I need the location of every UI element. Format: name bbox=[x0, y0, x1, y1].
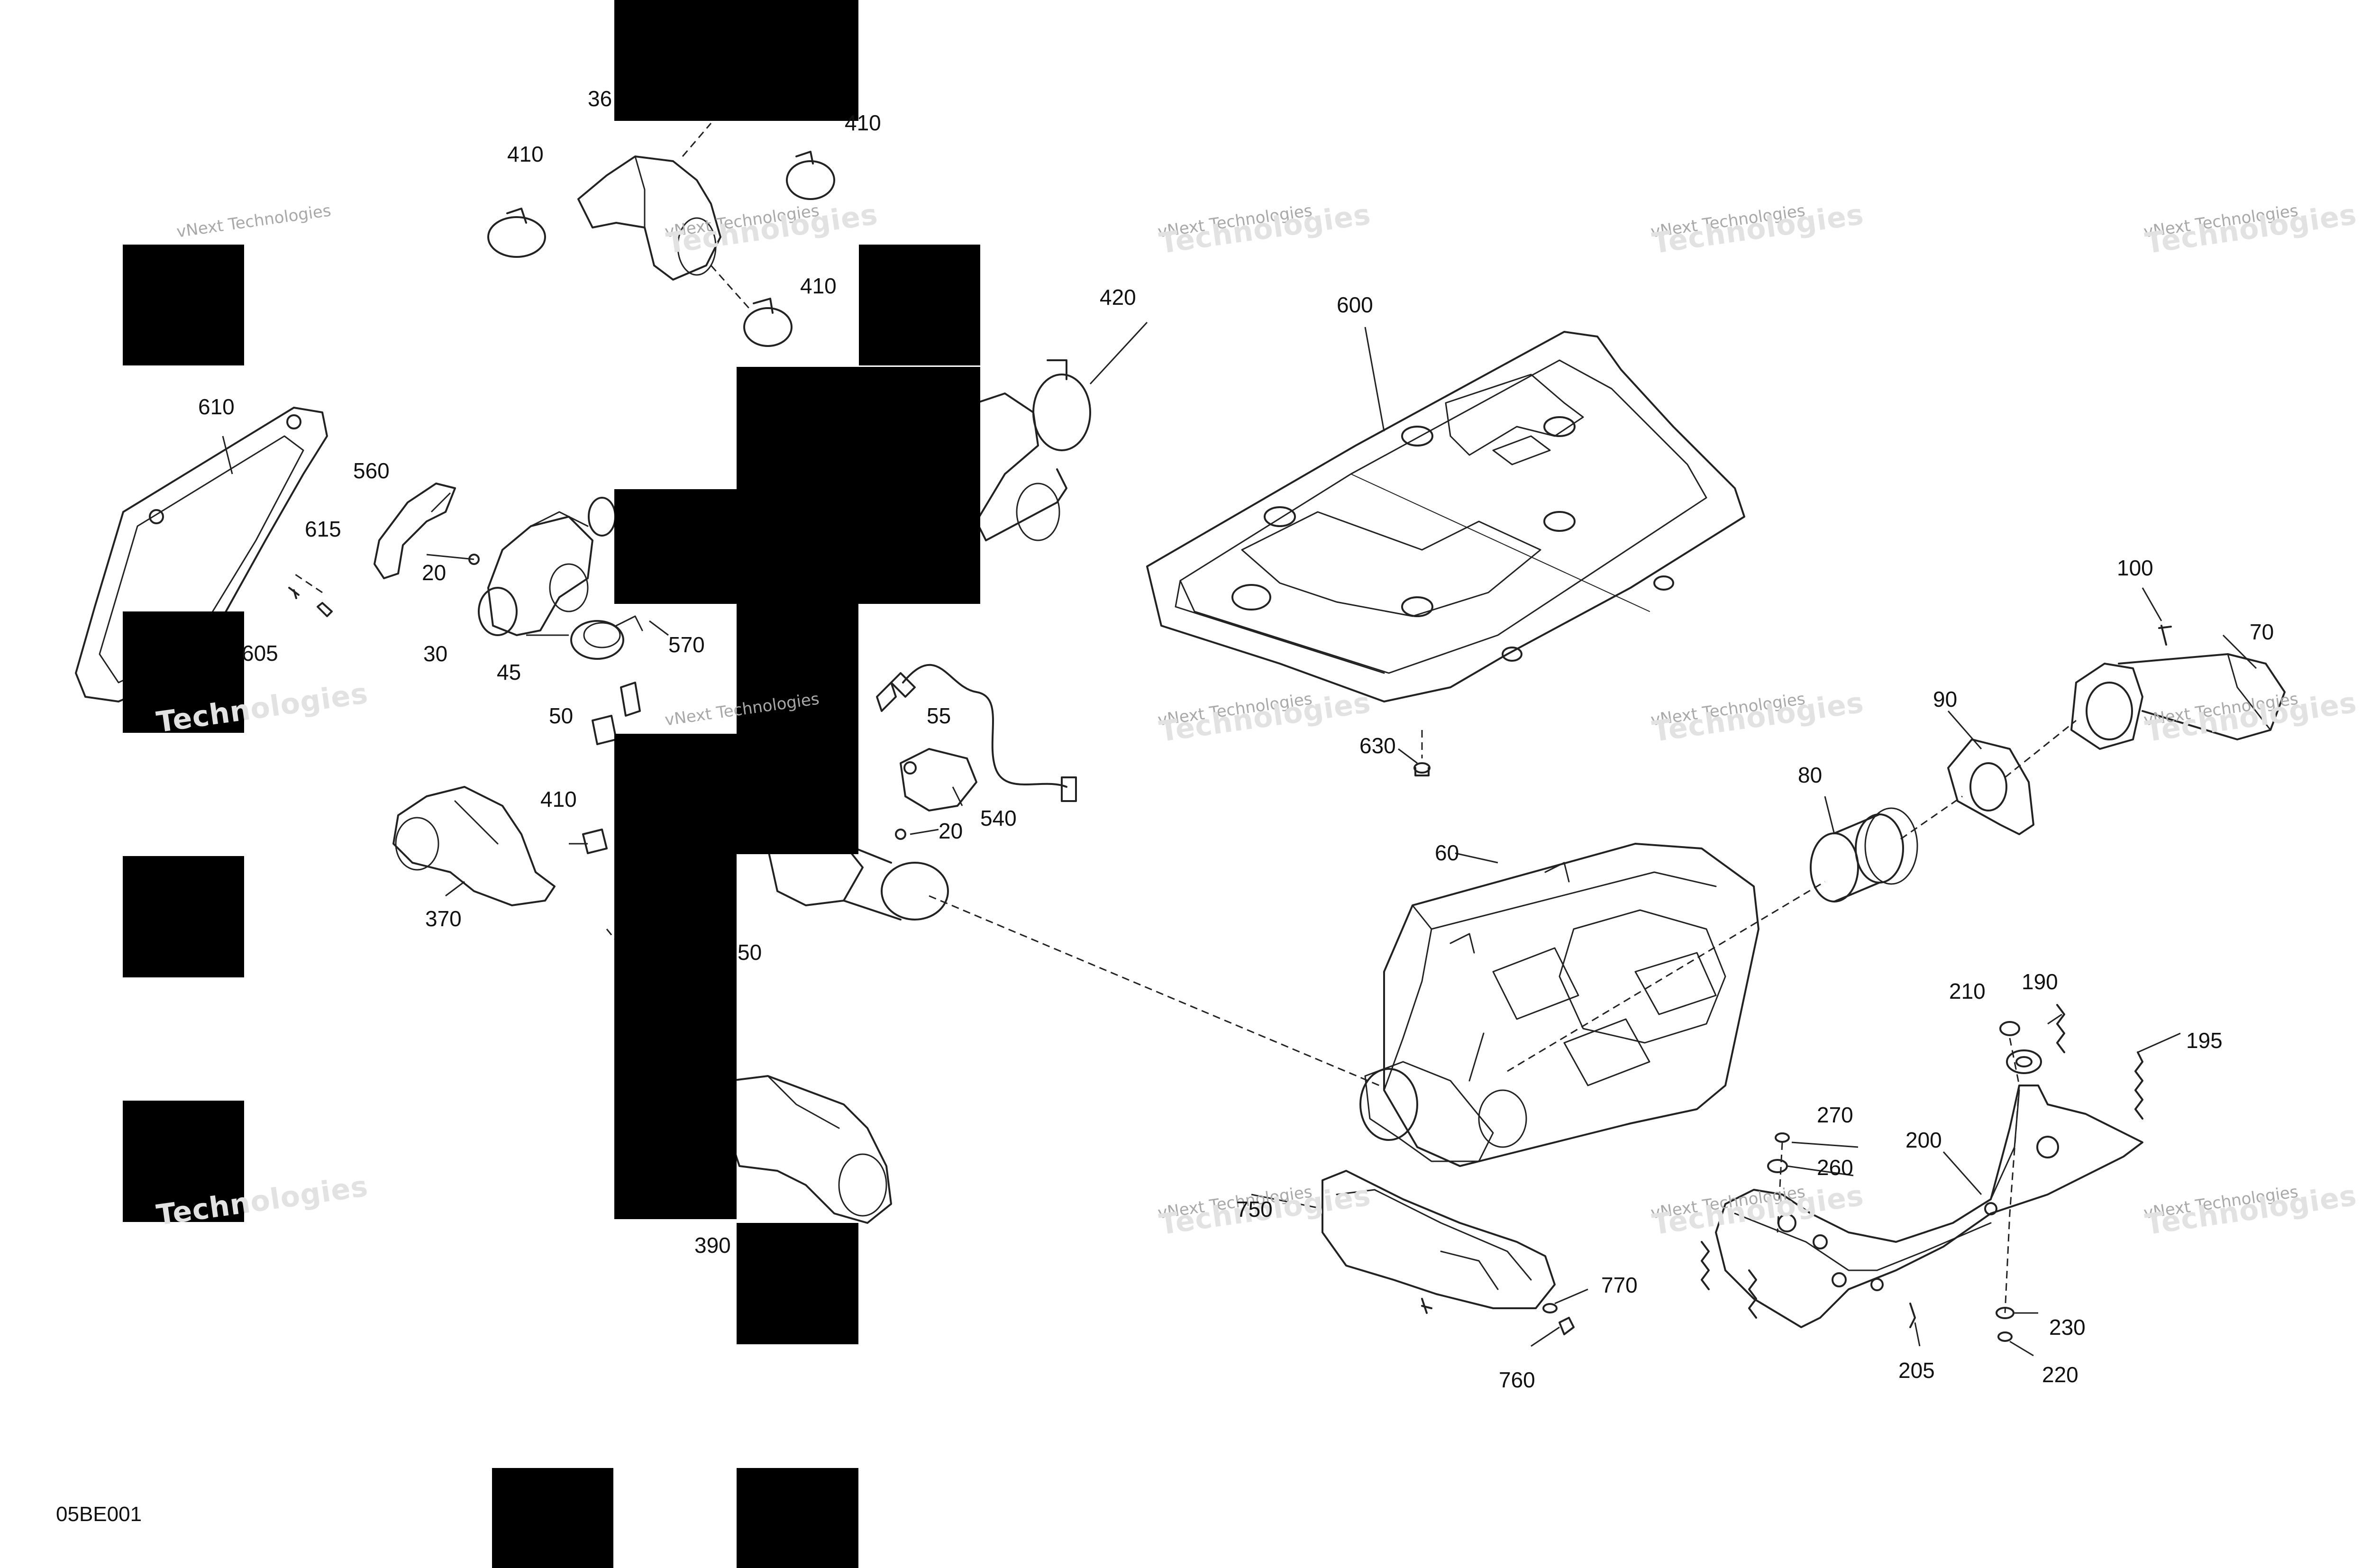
callout-36: 36 bbox=[588, 86, 612, 111]
callout-30: 30 bbox=[423, 641, 448, 666]
callout-410: 410 bbox=[540, 787, 577, 811]
callout-630: 630 bbox=[1359, 733, 1396, 758]
callout-570: 570 bbox=[668, 632, 705, 657]
callout-45: 45 bbox=[497, 660, 521, 684]
callout-60: 60 bbox=[1435, 840, 1459, 865]
callout-50: 50 bbox=[738, 940, 762, 965]
outlet-pipe-70 bbox=[2070, 625, 2286, 750]
ring-45 bbox=[570, 615, 643, 660]
clamp-420 bbox=[1032, 359, 1091, 451]
washer-210 bbox=[1999, 1021, 2020, 1036]
callout-200: 200 bbox=[1905, 1128, 1942, 1152]
callout-540: 540 bbox=[980, 806, 1017, 830]
callout-770: 770 bbox=[1601, 1273, 1638, 1297]
clamp-410-a bbox=[487, 208, 546, 258]
redaction-block bbox=[123, 245, 244, 365]
nut-220 bbox=[1997, 1331, 2013, 1342]
callout-610: 610 bbox=[198, 394, 235, 419]
callout-370: 370 bbox=[425, 906, 462, 931]
redaction-block bbox=[614, 0, 858, 121]
gasket-90 bbox=[1947, 738, 2034, 835]
bolt-605 bbox=[317, 602, 333, 617]
callout-210: 210 bbox=[1949, 979, 1986, 1003]
bolt-615 bbox=[288, 587, 300, 599]
callout-750: 750 bbox=[1236, 1197, 1273, 1222]
clamp-410-c bbox=[743, 298, 793, 347]
pipe-segment bbox=[975, 392, 1067, 541]
washer-260 bbox=[1767, 1159, 1788, 1173]
spring-b bbox=[1701, 1241, 1710, 1290]
callout-70: 70 bbox=[2250, 620, 2274, 644]
heat-shield-750 bbox=[1322, 1170, 1556, 1314]
callout-390: 390 bbox=[694, 1233, 731, 1258]
redaction-block bbox=[123, 856, 244, 977]
callout-90: 90 bbox=[1933, 687, 1958, 711]
grommet-190 bbox=[2006, 1049, 2042, 1074]
redaction-block bbox=[737, 1223, 858, 1344]
callout-270: 270 bbox=[1817, 1103, 1853, 1127]
redaction-block bbox=[614, 734, 737, 1219]
callout-55: 55 bbox=[927, 703, 951, 728]
callout-605: 605 bbox=[242, 641, 278, 665]
pipe-370 bbox=[392, 786, 556, 906]
sleeve-80 bbox=[1810, 807, 1918, 903]
callout-410: 410 bbox=[507, 142, 544, 166]
callout-205: 205 bbox=[1898, 1358, 1935, 1383]
redaction-block bbox=[123, 1101, 244, 1222]
washer-230 bbox=[1996, 1307, 2014, 1319]
callout-560: 560 bbox=[353, 458, 390, 483]
bolt-205 bbox=[1909, 1303, 1916, 1328]
callout-410: 410 bbox=[800, 273, 837, 298]
pipe-36 bbox=[577, 155, 721, 281]
redaction-block bbox=[737, 367, 980, 604]
figure-code: 05BE001 bbox=[56, 1503, 142, 1526]
callout-600: 600 bbox=[1337, 292, 1373, 317]
bolt-20-b bbox=[895, 829, 906, 840]
manifold-30 bbox=[478, 511, 593, 636]
callout-615: 615 bbox=[305, 517, 341, 541]
callout-100: 100 bbox=[2117, 556, 2153, 580]
clamp-410-d bbox=[582, 829, 608, 854]
redaction-block bbox=[614, 489, 737, 604]
spring-c bbox=[1748, 1269, 1757, 1319]
o-ring-570 bbox=[588, 497, 616, 537]
redaction-block bbox=[737, 604, 858, 854]
callout-50: 50 bbox=[549, 703, 574, 728]
redaction-block bbox=[737, 1468, 858, 1568]
callout-190: 190 bbox=[2022, 969, 2058, 994]
callout-760: 760 bbox=[1499, 1367, 1535, 1392]
callout-220: 220 bbox=[2042, 1362, 2078, 1387]
muffler-60 bbox=[1359, 843, 1759, 1167]
redaction-block bbox=[859, 245, 980, 365]
callout-20: 20 bbox=[939, 819, 963, 843]
heat-shield-600 bbox=[1146, 331, 1745, 702]
clamp-410-b bbox=[786, 151, 835, 200]
callout-195: 195 bbox=[2186, 1028, 2223, 1053]
bolt-270 bbox=[1775, 1132, 1790, 1143]
heat-shield-540 bbox=[900, 748, 977, 811]
callout-410: 410 bbox=[845, 110, 881, 135]
pipe-390 bbox=[729, 1075, 892, 1224]
leader-lines bbox=[222, 321, 2257, 1357]
spring-a bbox=[2056, 1004, 2065, 1053]
callout-230: 230 bbox=[2049, 1315, 2086, 1340]
nut-630 bbox=[1413, 762, 1431, 776]
callout-20: 20 bbox=[422, 560, 447, 585]
redaction-block bbox=[492, 1468, 613, 1568]
redaction-block bbox=[123, 611, 244, 733]
callout-420: 420 bbox=[1100, 285, 1136, 310]
heat-shield-560 bbox=[374, 483, 456, 579]
callout-80: 80 bbox=[1798, 763, 1823, 787]
callout-260: 260 bbox=[1817, 1155, 1853, 1180]
spring-195 bbox=[2134, 1051, 2143, 1120]
bracket-200 bbox=[1715, 1085, 2143, 1328]
oxygen-sensor-55 bbox=[876, 664, 1077, 802]
nut-760 bbox=[1559, 1317, 1575, 1335]
nut-770 bbox=[1542, 1303, 1558, 1313]
